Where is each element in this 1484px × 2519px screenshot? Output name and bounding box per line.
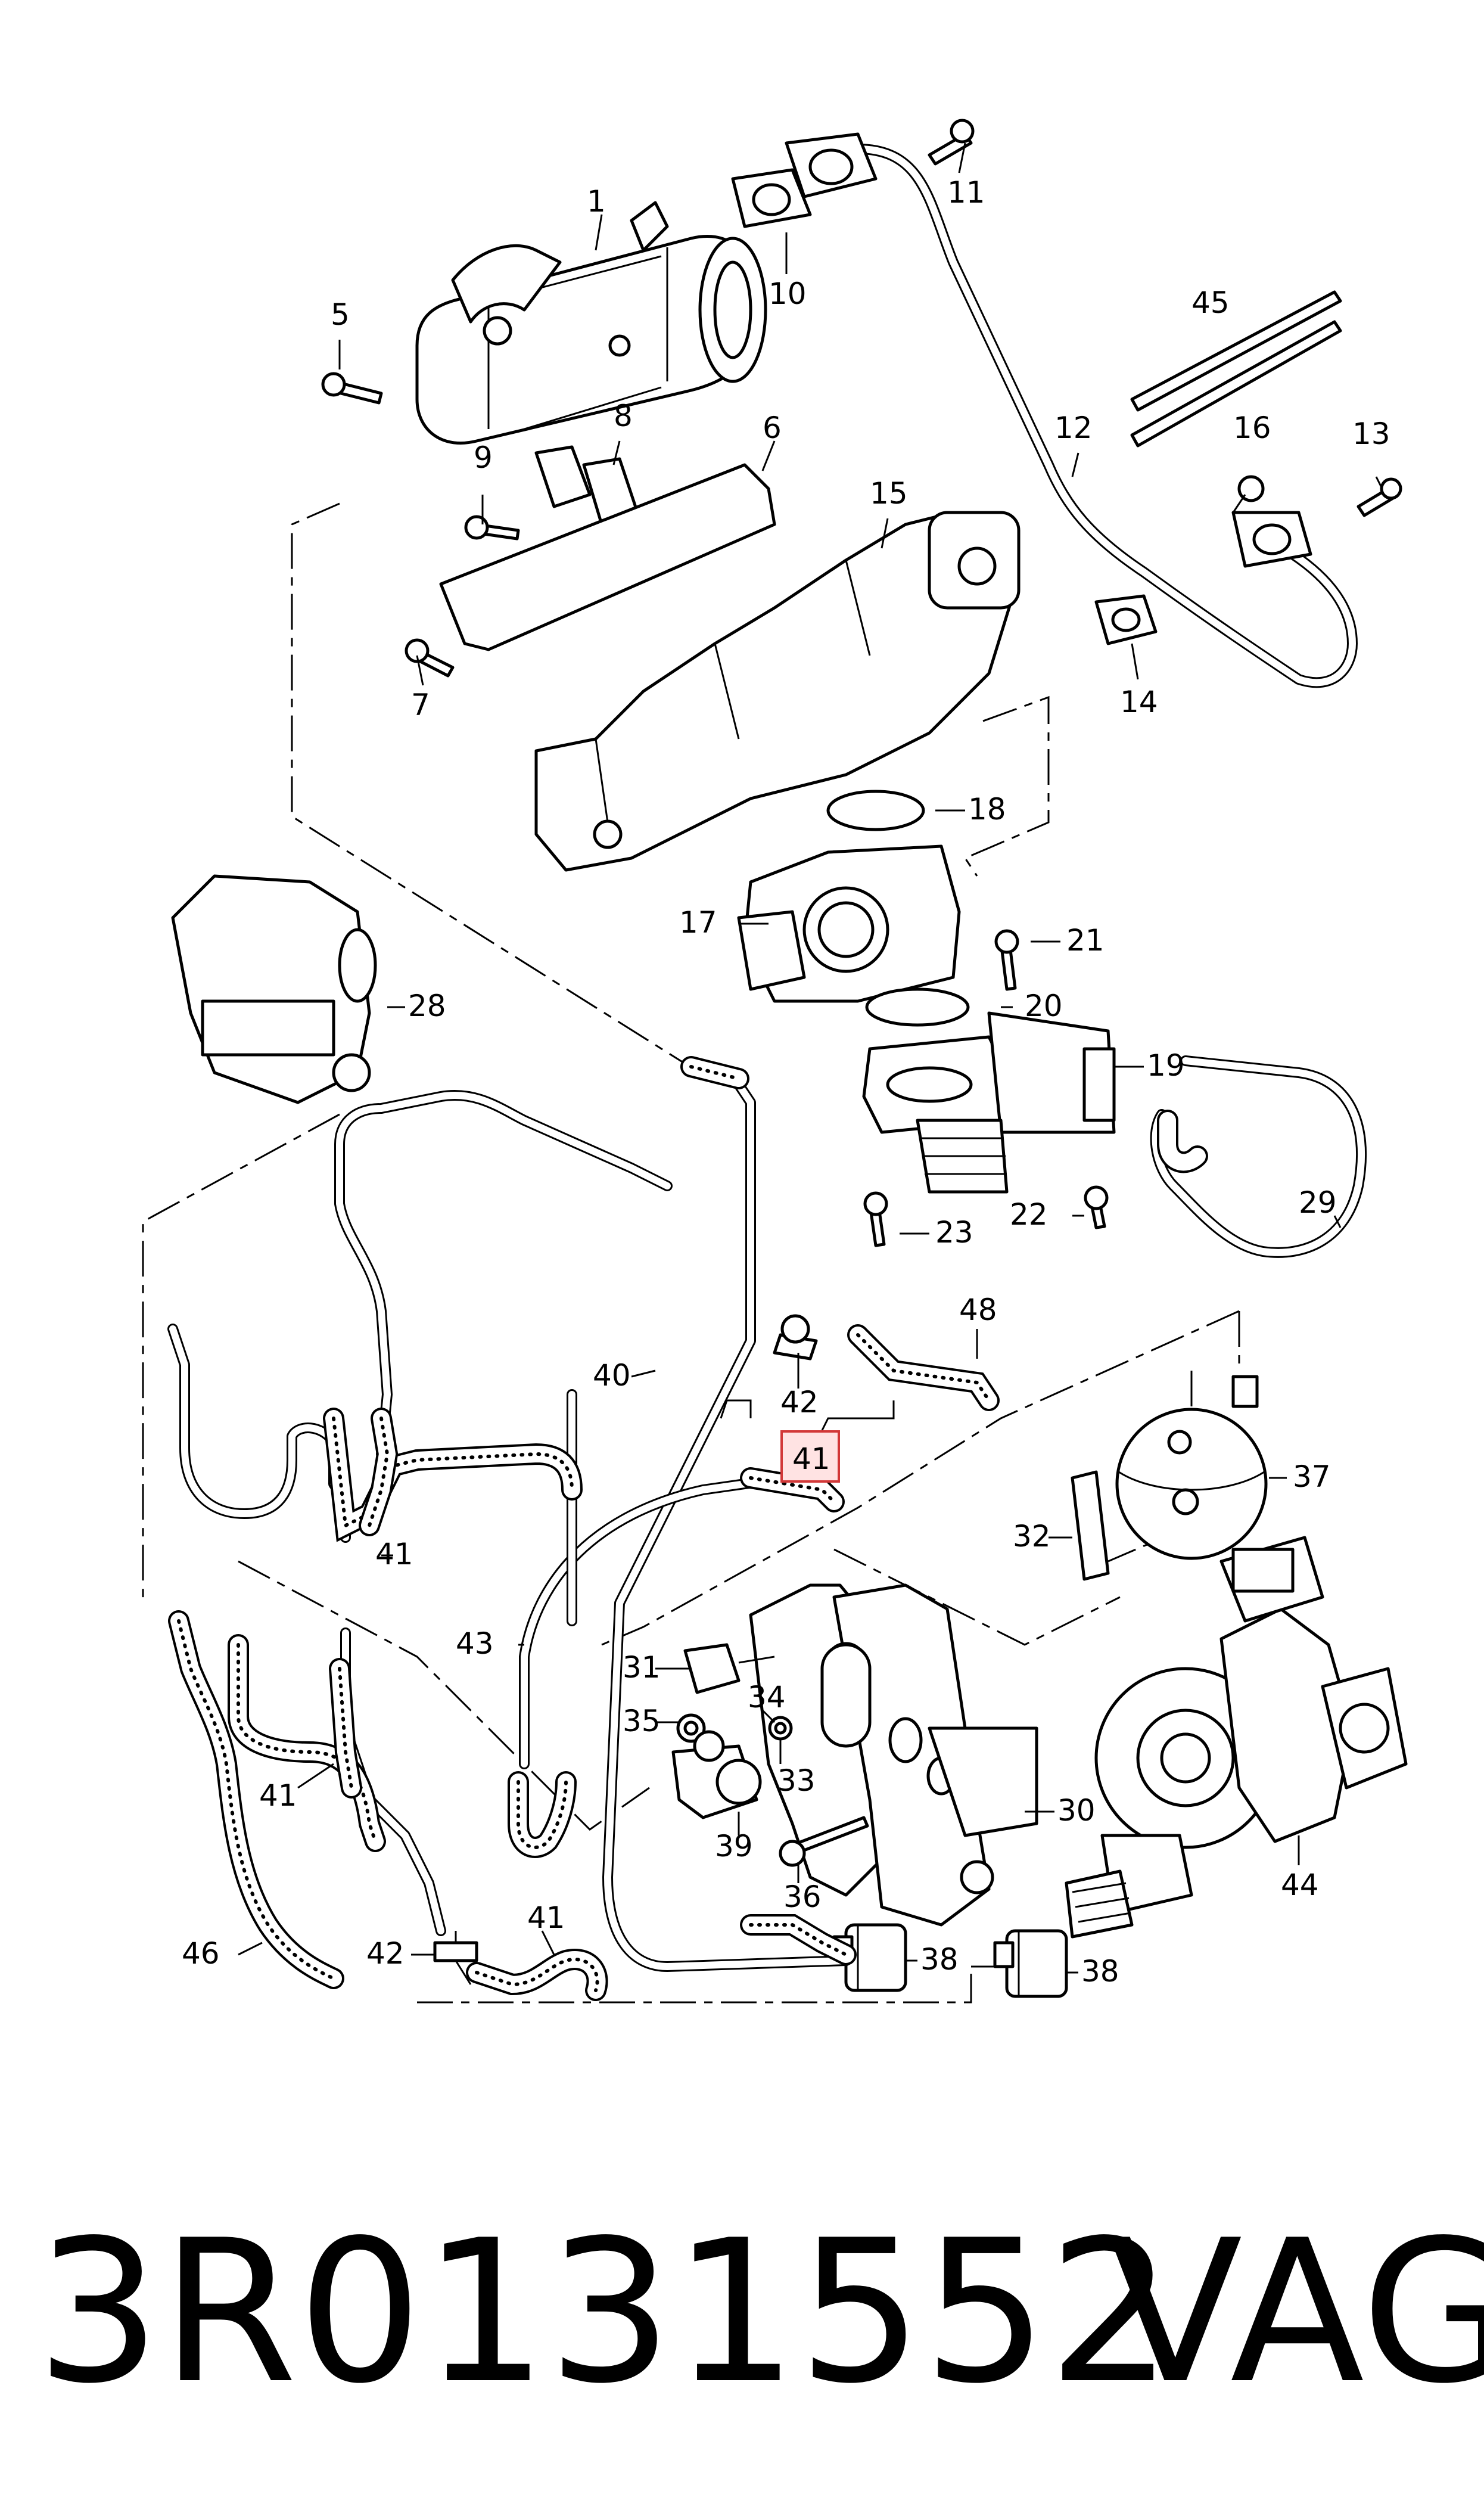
callout-20: 20: [1025, 989, 1063, 1023]
vacuum-reservoir: [1115, 1375, 1268, 1560]
bracket-30: [749, 1583, 1038, 1927]
bracket-32: [1071, 1470, 1110, 1581]
callout-31: 31: [623, 1650, 661, 1685]
callout-46: 46: [182, 1936, 220, 1971]
callout-9: 9: [474, 440, 493, 475]
tee-fittings: [433, 1314, 818, 1985]
callout-16: 16: [1233, 411, 1271, 445]
callout-34: 34: [748, 1680, 786, 1714]
callout-38b: 38: [1081, 1954, 1119, 1989]
leader-lines: [238, 142, 1383, 1974]
callout-42b: 42: [366, 1936, 405, 1971]
callout-44: 44: [1281, 1868, 1319, 1902]
callout-39: 39: [715, 1829, 753, 1863]
callout-40: 40: [593, 1358, 631, 1393]
pipe-29-inner: [1152, 1057, 1365, 1256]
exploded-parts-diagram: 1 5 8 9 6 10 11 12 45 16 13 15 7 14 18 1…: [142, 119, 1408, 2004]
highlighted-callout-box: [780, 1430, 840, 1483]
solenoid-valves: [832, 1923, 1068, 1998]
bolts: [321, 119, 1402, 1247]
callout-14: 14: [1120, 685, 1158, 719]
intake-manifold: [534, 511, 1021, 872]
callout-32: 32: [1013, 1519, 1051, 1554]
callout-30: 30: [1057, 1793, 1096, 1828]
brand-name: VAG: [1108, 2198, 1484, 2427]
egr-actuator: [862, 1011, 1116, 1194]
callout-29: 29: [1299, 1185, 1337, 1220]
flange-gaskets: [731, 132, 1312, 645]
callout-41c: 41: [259, 1778, 297, 1813]
callout-6: 6: [763, 411, 782, 445]
callout-41d: 41: [527, 1900, 565, 1935]
callout-33: 33: [777, 1763, 816, 1798]
part-number: 3R0131552: [36, 2198, 1173, 2427]
gasket-18: [826, 790, 925, 831]
small-fittings: [671, 1643, 869, 1867]
callout-numbers: 1 5 8 9 6 10 11 12 45 16 13 15 7 14 18 1…: [182, 175, 1390, 1989]
turbocharger: [1065, 1536, 1408, 1939]
callout-41b: 41: [375, 1537, 413, 1571]
rubber-hoses: [168, 1056, 1208, 2001]
callout-18: 18: [968, 792, 1006, 827]
bracket-6: [439, 463, 776, 651]
callout-10: 10: [769, 277, 807, 311]
callout-23: 23: [935, 1215, 973, 1250]
callout-7: 7: [411, 688, 430, 722]
callout-22: 22: [1010, 1197, 1048, 1232]
callout-21: 21: [1066, 923, 1105, 958]
intercooler-housing: [171, 874, 377, 1104]
callout-38a: 38: [920, 1942, 959, 1977]
callout-35: 35: [623, 1704, 661, 1738]
callout-48: 48: [959, 1293, 997, 1327]
callout-42a: 42: [780, 1385, 819, 1420]
callout-19: 19: [1147, 1048, 1185, 1083]
callout-43: 43: [456, 1626, 494, 1661]
gasket-20: [865, 987, 970, 1027]
callout-1: 1: [587, 184, 606, 219]
callout-41-top: 41: [792, 1442, 830, 1476]
egr-pipe-inner: [854, 145, 1356, 687]
callout-45: 45: [1191, 285, 1230, 320]
gasket-8a: [534, 445, 592, 508]
callout-5: 5: [331, 297, 350, 332]
callout-37: 37: [1293, 1459, 1331, 1494]
callout-12: 12: [1054, 411, 1093, 445]
callout-28: 28: [408, 989, 446, 1023]
callout-13: 13: [1352, 417, 1390, 451]
egr-cooler: [415, 201, 767, 445]
callout-15: 15: [870, 476, 908, 511]
callout-8: 8: [614, 399, 633, 433]
throttle-body: [737, 844, 961, 1003]
callout-11: 11: [947, 175, 985, 210]
callout-36: 36: [783, 1880, 822, 1914]
callout-17: 17: [679, 905, 717, 940]
thin-pipes: [167, 1079, 851, 1972]
cable-ties: [1130, 290, 1342, 448]
